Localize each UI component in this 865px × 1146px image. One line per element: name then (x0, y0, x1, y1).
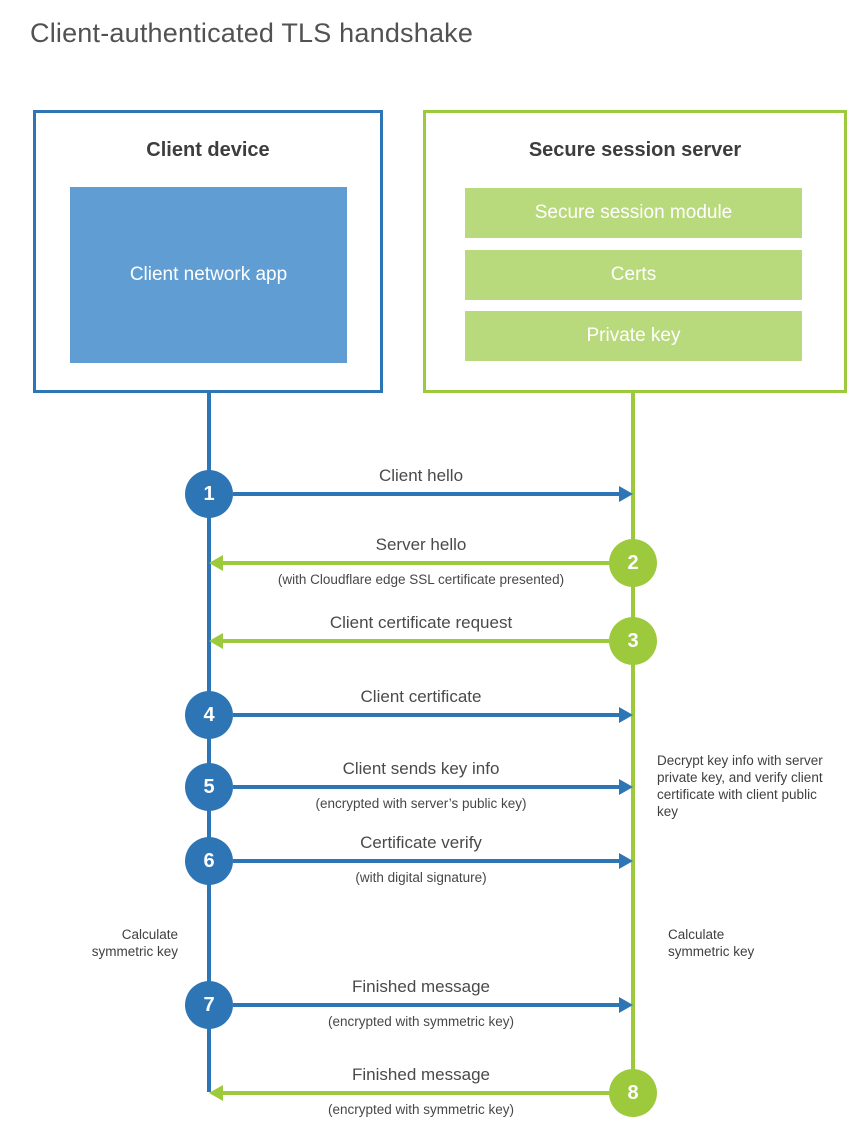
client-device-title: Client device (146, 139, 270, 161)
message-sublabel: (with Cloudflare edge SSL certificate pr… (277, 572, 565, 587)
message-sublabel: (encrypted with symmetric key) (327, 1102, 515, 1117)
message-line (223, 561, 609, 565)
step-number-badge: 2 (609, 539, 657, 587)
step-number-badge: 3 (609, 617, 657, 665)
step-number-badge: 5 (185, 763, 233, 811)
message-line (233, 1003, 619, 1007)
server-lifeline (631, 393, 635, 1095)
arrowhead-right-icon (619, 779, 633, 795)
message-line (233, 859, 619, 863)
message-label: Client hello (378, 466, 464, 485)
step-number-badge: 7 (185, 981, 233, 1029)
arrowhead-right-icon (619, 486, 633, 502)
message-line (233, 785, 619, 789)
server-module-bar: Secure session module (465, 188, 802, 238)
message-label: Certificate verify (360, 833, 482, 852)
message-label: Client certificate request (329, 613, 513, 632)
message-label: Finished message (352, 1065, 490, 1084)
step-number-badge: 8 (609, 1069, 657, 1117)
message-sublabel: (with digital signature) (355, 870, 487, 885)
calculate-symmetric-key-note-client: Calculate symmetric key (91, 927, 178, 959)
message-sublabel: (encrypted with server’s public key) (315, 796, 527, 811)
message-line (233, 713, 619, 717)
message-label: Client certificate (360, 687, 482, 706)
message-label: Server hello (375, 535, 467, 554)
decrypt-note: Decrypt key info with server private key… (657, 753, 823, 819)
client-network-app-rect: Client network app (70, 187, 347, 363)
message-label: Finished message (352, 977, 490, 996)
client-lifeline (207, 393, 211, 1092)
arrowhead-right-icon (619, 853, 633, 869)
calculate-symmetric-key-note-server: Calculate symmetric key (668, 927, 755, 959)
server-private-key-bar: Private key (465, 311, 802, 361)
message-line (233, 492, 619, 496)
step-number-badge: 6 (185, 837, 233, 885)
server-certs-bar: Certs (465, 250, 802, 300)
arrowhead-left-icon (209, 555, 223, 571)
page-title: Client-authenticated TLS handshake (30, 18, 474, 48)
arrowhead-left-icon (209, 633, 223, 649)
step-number-badge: 1 (185, 470, 233, 518)
message-line (223, 639, 609, 643)
message-line (223, 1091, 609, 1095)
arrowhead-left-icon (209, 1085, 223, 1101)
secure-session-server-title: Secure session server (528, 139, 742, 161)
message-label: Client sends key info (342, 759, 500, 778)
client-network-app-label: Client network app (129, 264, 288, 285)
message-sublabel: (encrypted with symmetric key) (327, 1014, 515, 1029)
step-number-badge: 4 (185, 691, 233, 739)
arrowhead-right-icon (619, 707, 633, 723)
arrowhead-right-icon (619, 997, 633, 1013)
